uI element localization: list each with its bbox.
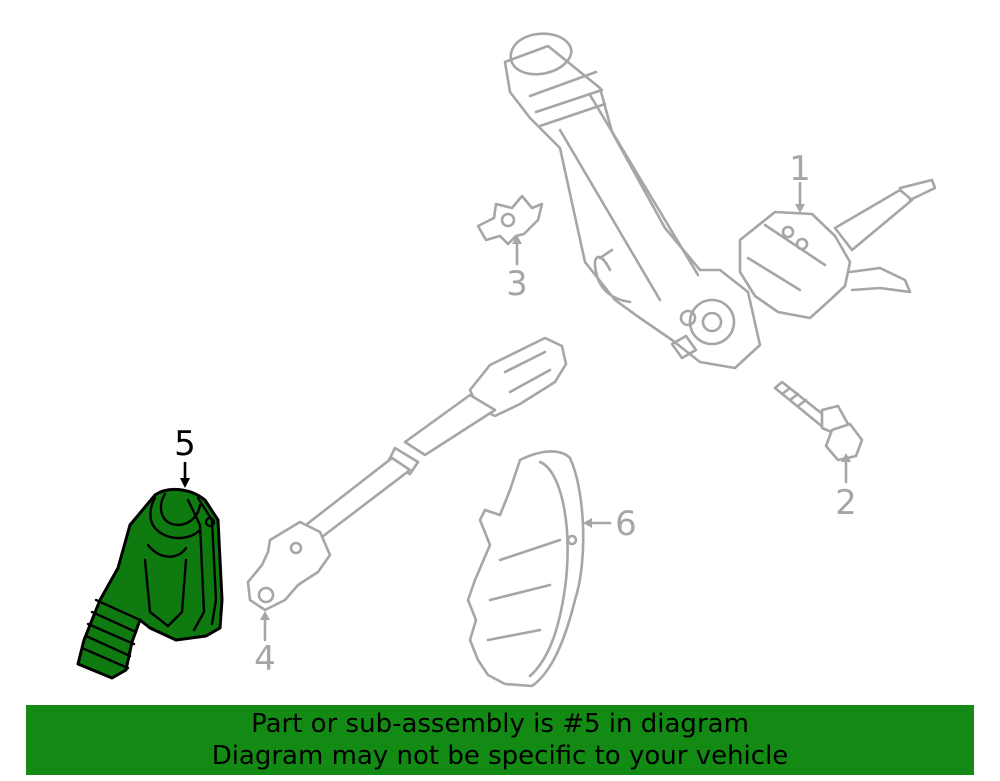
callout-3-label: 3 bbox=[506, 264, 528, 304]
callout-5-label: 5 bbox=[174, 424, 196, 464]
callout-2-label: 2 bbox=[835, 483, 857, 523]
part-1-steering-column[interactable] bbox=[503, 32, 937, 370]
part-2-bolt[interactable] bbox=[773, 380, 864, 462]
part-5-steering-boot[interactable] bbox=[76, 487, 224, 680]
callout-6-label: 6 bbox=[615, 504, 637, 544]
part-4-intermediate-shaft[interactable] bbox=[246, 336, 568, 612]
part-info-banner: Part or sub-assembly is #5 in diagram Di… bbox=[26, 705, 974, 775]
banner-line-2: Diagram may not be specific to your vehi… bbox=[211, 741, 789, 771]
callout-4-label: 4 bbox=[254, 639, 276, 679]
callout-leaders bbox=[180, 181, 851, 642]
part-6-cover[interactable] bbox=[466, 450, 585, 688]
banner-line-1: Part or sub-assembly is #5 in diagram bbox=[251, 709, 749, 739]
callout-1-label: 1 bbox=[789, 149, 811, 189]
exploded-parts-diagram: 1 2 3 4 5 6 bbox=[76, 32, 937, 688]
part-3-clip[interactable] bbox=[476, 194, 544, 246]
